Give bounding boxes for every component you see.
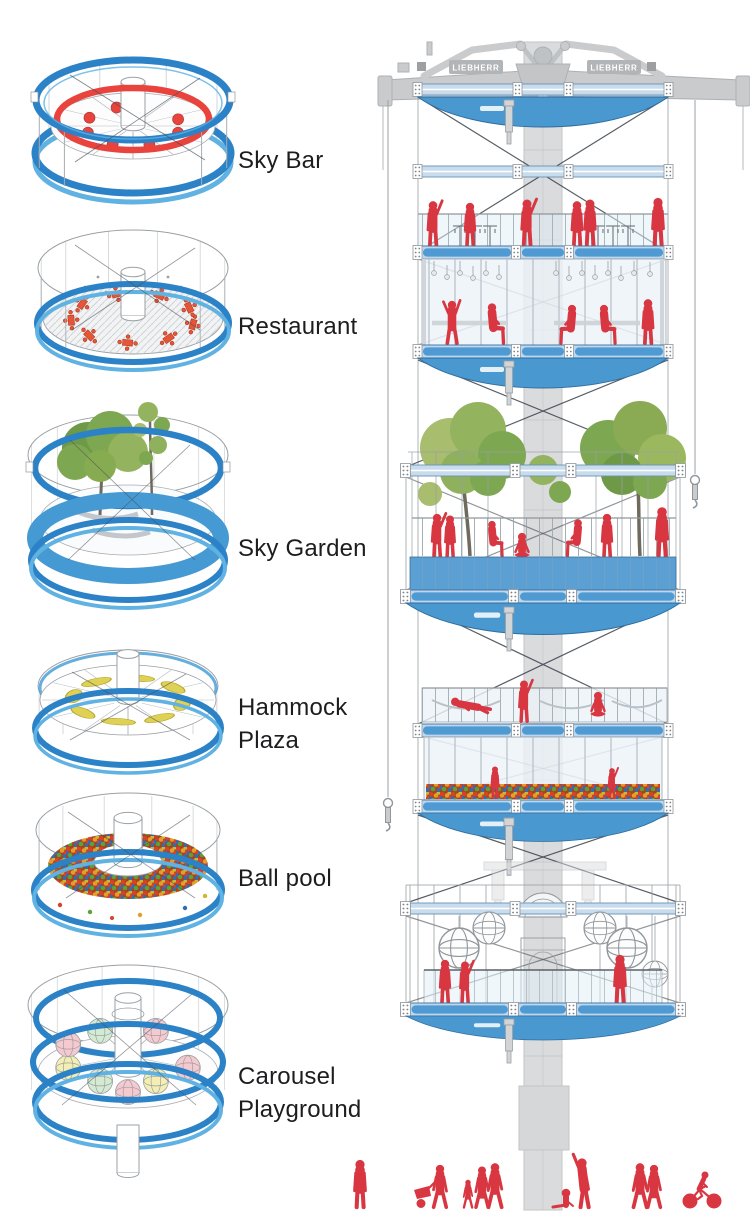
crane-brand-text-left: LIEBHERR xyxy=(452,64,499,73)
man-leaning-and-sitting-child-icon xyxy=(551,1154,589,1207)
carousel-playground-axon xyxy=(27,964,229,1178)
label-carousel-playground: Carousel Playground xyxy=(238,1063,362,1124)
crane-marking xyxy=(647,62,656,71)
crane-marking xyxy=(417,62,426,71)
restaurant-axon xyxy=(34,229,232,372)
hammock-level xyxy=(413,680,673,876)
ball-pool-axon xyxy=(31,792,225,938)
sky-garden-level xyxy=(401,401,686,652)
sky-garden-axon xyxy=(25,402,231,610)
crane-brand-text-right: LIEBHERR xyxy=(590,64,637,73)
trees xyxy=(418,401,686,557)
crane-hook-right xyxy=(689,100,701,509)
red-bar-ring xyxy=(53,84,213,154)
cage-sphere xyxy=(606,927,648,969)
carousel-level xyxy=(401,884,686,1064)
restaurant-level xyxy=(413,258,673,406)
carousel-ring-mid xyxy=(30,1021,226,1103)
crane-brand-plate-right xyxy=(587,60,641,74)
tie-beam xyxy=(413,165,673,179)
ground-figures xyxy=(355,1154,722,1209)
label-ball-pool: Ball pool xyxy=(238,865,332,892)
family-with-child-icon xyxy=(464,1163,502,1207)
tree xyxy=(549,481,571,503)
label-sky-garden: Sky Garden xyxy=(238,535,367,562)
crane-brand-plate-left xyxy=(449,60,503,74)
label-restaurant: Restaurant xyxy=(238,313,358,340)
sky-bar-level xyxy=(413,198,673,260)
hammock-plaza-axon xyxy=(32,649,224,775)
ball-pit xyxy=(48,833,208,899)
tower-elevation: LIEBHERR LIEBHERR xyxy=(355,40,750,1211)
crane-hook-left xyxy=(382,100,394,832)
label-sky-bar: Sky Bar xyxy=(238,147,324,174)
glass-balustrade-band xyxy=(27,492,229,584)
standing-man-icon xyxy=(355,1160,366,1207)
mast-stub xyxy=(116,649,140,705)
parent-with-stroller-icon xyxy=(414,1165,447,1208)
tree xyxy=(418,482,442,506)
label-hammock-plaza: Hammock Plaza xyxy=(238,694,348,755)
mast-below xyxy=(116,1124,140,1178)
cyclist-icon xyxy=(682,1171,722,1209)
scatter-balls xyxy=(57,893,208,920)
exploded-levels xyxy=(25,56,236,1178)
cage-sphere xyxy=(472,911,506,945)
mast-collar xyxy=(518,1085,570,1151)
ball-pool-strip xyxy=(426,784,660,799)
walking-couple-icon xyxy=(633,1163,660,1207)
sky-bar-axon xyxy=(30,56,236,205)
